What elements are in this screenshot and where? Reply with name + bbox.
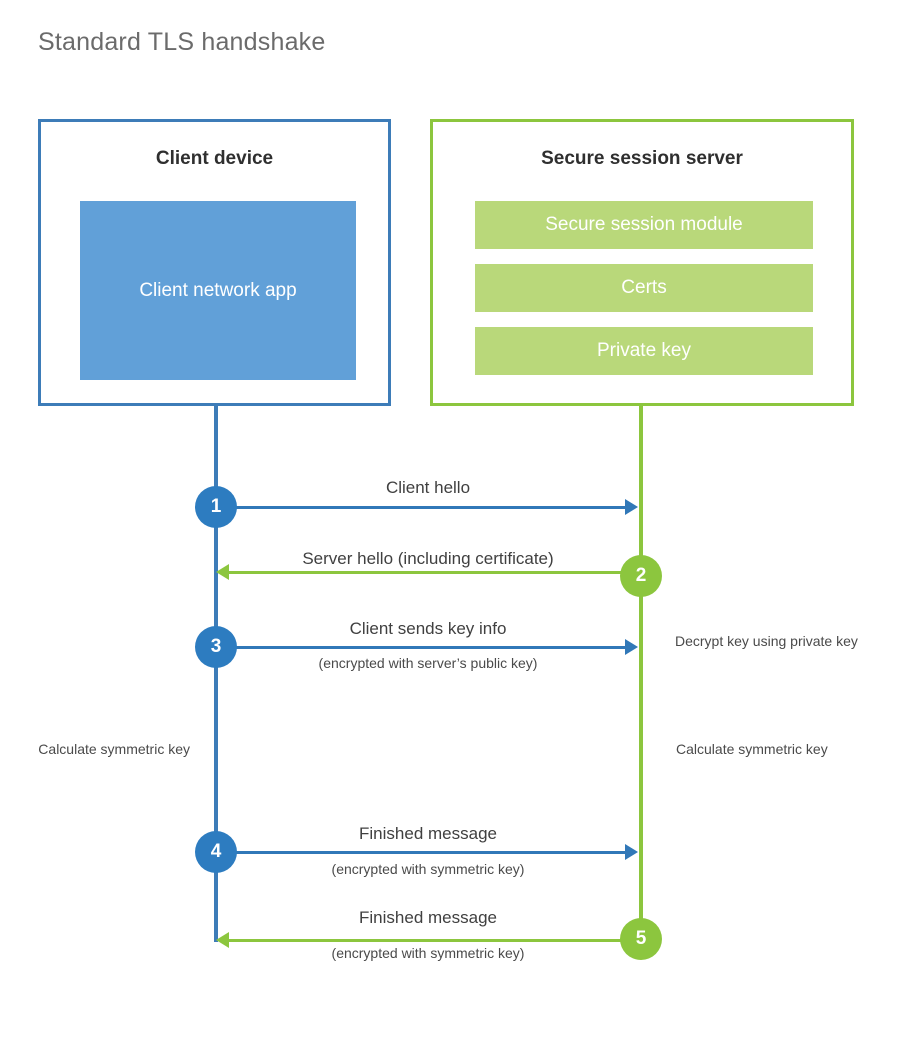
arrow-head-step-3 xyxy=(625,639,638,655)
server-lifeline xyxy=(639,406,643,940)
message-label-step-5: Finished message xyxy=(359,908,497,927)
client-device-box: Client device Client network app xyxy=(38,119,391,406)
arrow-line-step-2 xyxy=(229,571,627,574)
message-label-step-2: Server hello (including certificate) xyxy=(302,549,554,568)
arrow-head-step-1 xyxy=(625,499,638,515)
client-device-title: Client device xyxy=(155,148,274,169)
secure-session-server-title: Secure session server xyxy=(541,148,743,169)
page-title: Standard TLS handshake xyxy=(38,28,326,56)
message-label-step-4: Finished message xyxy=(359,824,497,843)
step-badge-4: 4 xyxy=(195,831,237,873)
client-network-app-block: Client network app xyxy=(80,201,356,380)
arrow-head-step-2 xyxy=(216,564,229,580)
note-decrypt-key: Decrypt key using private key xyxy=(675,633,858,649)
note-calculate-symmetric-key-server: Calculate symmetric key xyxy=(676,741,828,757)
message-sublabel-step-3: (encrypted with server’s public key) xyxy=(318,655,538,671)
secure-session-server-box: Secure session server Secure session mod… xyxy=(430,119,854,406)
step-badge-3: 3 xyxy=(195,626,237,668)
message-label-step-1: Client hello xyxy=(385,478,471,497)
arrow-line-step-5 xyxy=(229,939,627,942)
note-calculate-symmetric-key-client: Calculate symmetric key xyxy=(38,741,190,757)
arrow-line-step-1 xyxy=(216,506,626,509)
server-block-certs: Certs xyxy=(475,264,813,312)
arrow-line-step-3 xyxy=(216,646,626,649)
step-badge-1: 1 xyxy=(195,486,237,528)
step-badge-5: 5 xyxy=(620,918,662,960)
message-label-step-3: Client sends key info xyxy=(349,619,507,638)
message-sublabel-step-5: (encrypted with symmetric key) xyxy=(331,945,525,961)
arrow-head-step-5 xyxy=(216,932,229,948)
message-sublabel-step-4: (encrypted with symmetric key) xyxy=(331,861,525,877)
client-lifeline xyxy=(214,406,218,942)
server-block-private-key: Private key xyxy=(475,327,813,375)
step-badge-2: 2 xyxy=(620,555,662,597)
server-block-secure-session-module: Secure session module xyxy=(475,201,813,249)
arrow-line-step-4 xyxy=(216,851,626,854)
arrow-head-step-4 xyxy=(625,844,638,860)
